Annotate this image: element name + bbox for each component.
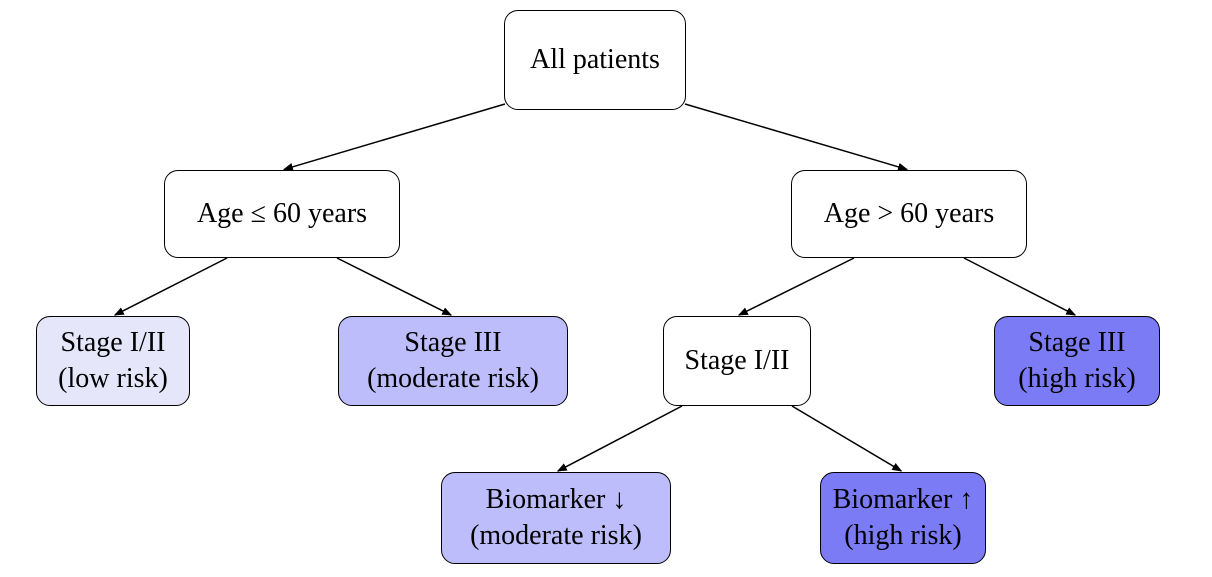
node-age-le-60-label: Age ≤ 60 years: [196, 198, 368, 229]
node-stage-iii-high-risk: Stage III (high risk): [994, 316, 1160, 406]
node-biomarker-down-moderate-risk: Biomarker ↓ (moderate risk): [441, 472, 671, 564]
node-age-le-60: Age ≤ 60 years: [164, 170, 400, 258]
edge-age-le-to-stage-i-ii-low: [113, 257, 228, 316]
edge-all-to-age-le: [282, 103, 506, 171]
node-biomarker-up-subtitle: (high risk): [844, 520, 962, 551]
node-age-gt-60-label: Age > 60 years: [823, 198, 995, 229]
edge-all-to-age-gt: [684, 103, 909, 171]
edge-age-le-to-stage-iii-moderate: [336, 257, 453, 316]
edge-stage-i-ii-to-biomarker-up: [791, 405, 903, 472]
node-age-gt-60: Age > 60 years: [791, 170, 1027, 258]
node-stage-iii-high-risk-subtitle: (high risk): [1018, 363, 1136, 394]
node-stage-i-ii-low-risk: Stage I/II (low risk): [36, 316, 190, 406]
node-biomarker-up-title: Biomarker ↑: [832, 484, 974, 515]
node-biomarker-down-title: Biomarker ↓: [485, 484, 627, 515]
edge-age-gt-to-stage-i-ii: [737, 257, 855, 316]
node-all-patients-label: All patients: [530, 44, 660, 75]
node-biomarker-down-subtitle: (moderate risk): [470, 520, 642, 551]
node-stage-i-ii-label: Stage I/II: [684, 345, 790, 376]
node-stage-iii-moderate-risk: Stage III (moderate risk): [338, 316, 568, 406]
node-stage-iii-high-risk-title: Stage III: [1028, 327, 1126, 358]
node-biomarker-up-high-risk: Biomarker ↑ (high risk): [820, 472, 986, 564]
edge-stage-i-ii-to-biomarker-down: [556, 405, 683, 472]
edge-age-gt-to-stage-iii-high: [963, 257, 1077, 316]
node-stage-iii-moderate-risk-title: Stage III: [404, 327, 502, 358]
node-stage-iii-moderate-risk-subtitle: (moderate risk): [367, 363, 539, 394]
node-all-patients: All patients: [504, 10, 686, 110]
node-stage-i-ii-low-risk-title: Stage I/II: [60, 327, 166, 358]
node-stage-i-ii-low-risk-subtitle: (low risk): [58, 363, 168, 394]
node-stage-i-ii: Stage I/II: [663, 316, 811, 406]
